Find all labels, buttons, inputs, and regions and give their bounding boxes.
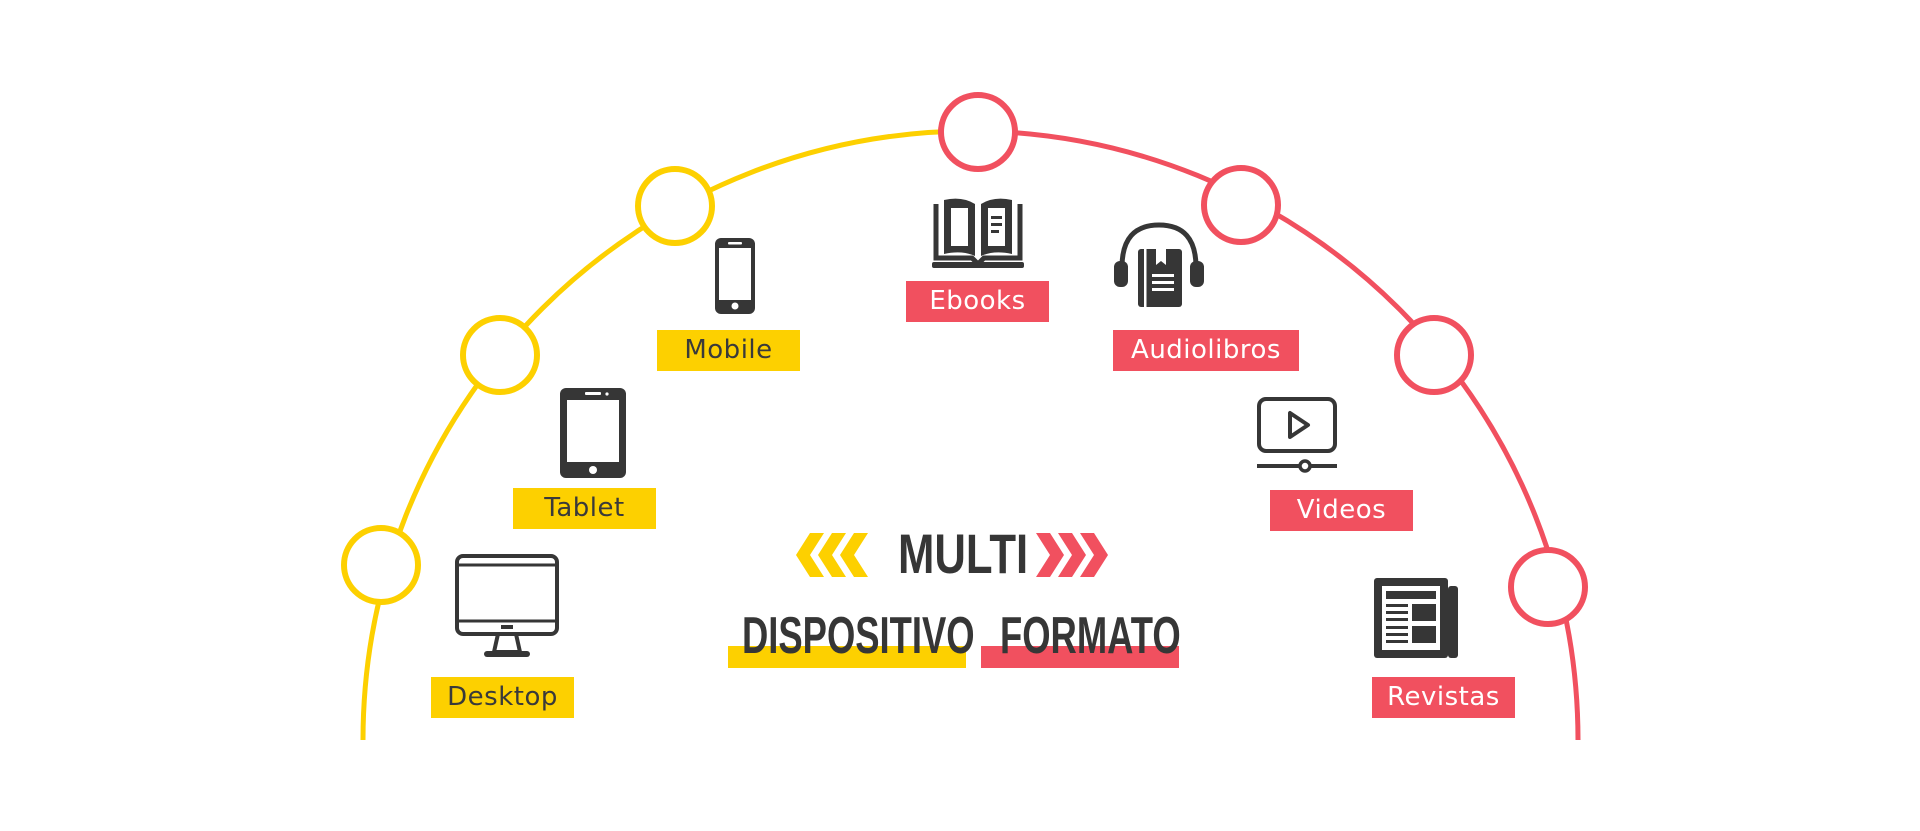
newspaper-icon <box>1374 578 1458 658</box>
chevrons-left-icon <box>796 533 868 577</box>
node-mobile <box>635 166 715 246</box>
open-book-icon <box>932 198 1024 268</box>
chevrons-right-icon <box>1036 533 1108 577</box>
node-desktop <box>341 525 421 605</box>
label-videos: Videos <box>1270 490 1413 531</box>
label-ebooks: Ebooks <box>906 281 1049 322</box>
title-dispositivo: DISPOSITIVO <box>742 607 975 665</box>
node-audiolibros <box>1201 165 1281 245</box>
label-revistas: Revistas <box>1372 677 1515 718</box>
highlight-formato <box>981 646 1179 668</box>
headphones-book-icon <box>1114 222 1204 307</box>
desktop-icon <box>455 554 559 657</box>
node-tablet <box>460 315 540 395</box>
label-mobile: Mobile <box>657 330 800 371</box>
video-player-icon <box>1257 397 1337 473</box>
node-videos <box>1394 315 1474 395</box>
label-tablet: Tablet <box>513 488 656 529</box>
node-revistas <box>1508 547 1588 627</box>
label-audiolibros: Audiolibros <box>1113 330 1299 371</box>
title-formato: FORMATO <box>1000 607 1181 665</box>
label-desktop: Desktop <box>431 677 574 718</box>
node-ebooks <box>938 92 1018 172</box>
mobile-icon <box>715 238 755 314</box>
title-multi: MULTI <box>898 522 1029 585</box>
highlight-dispositivo <box>728 646 966 668</box>
tablet-icon <box>560 388 626 478</box>
